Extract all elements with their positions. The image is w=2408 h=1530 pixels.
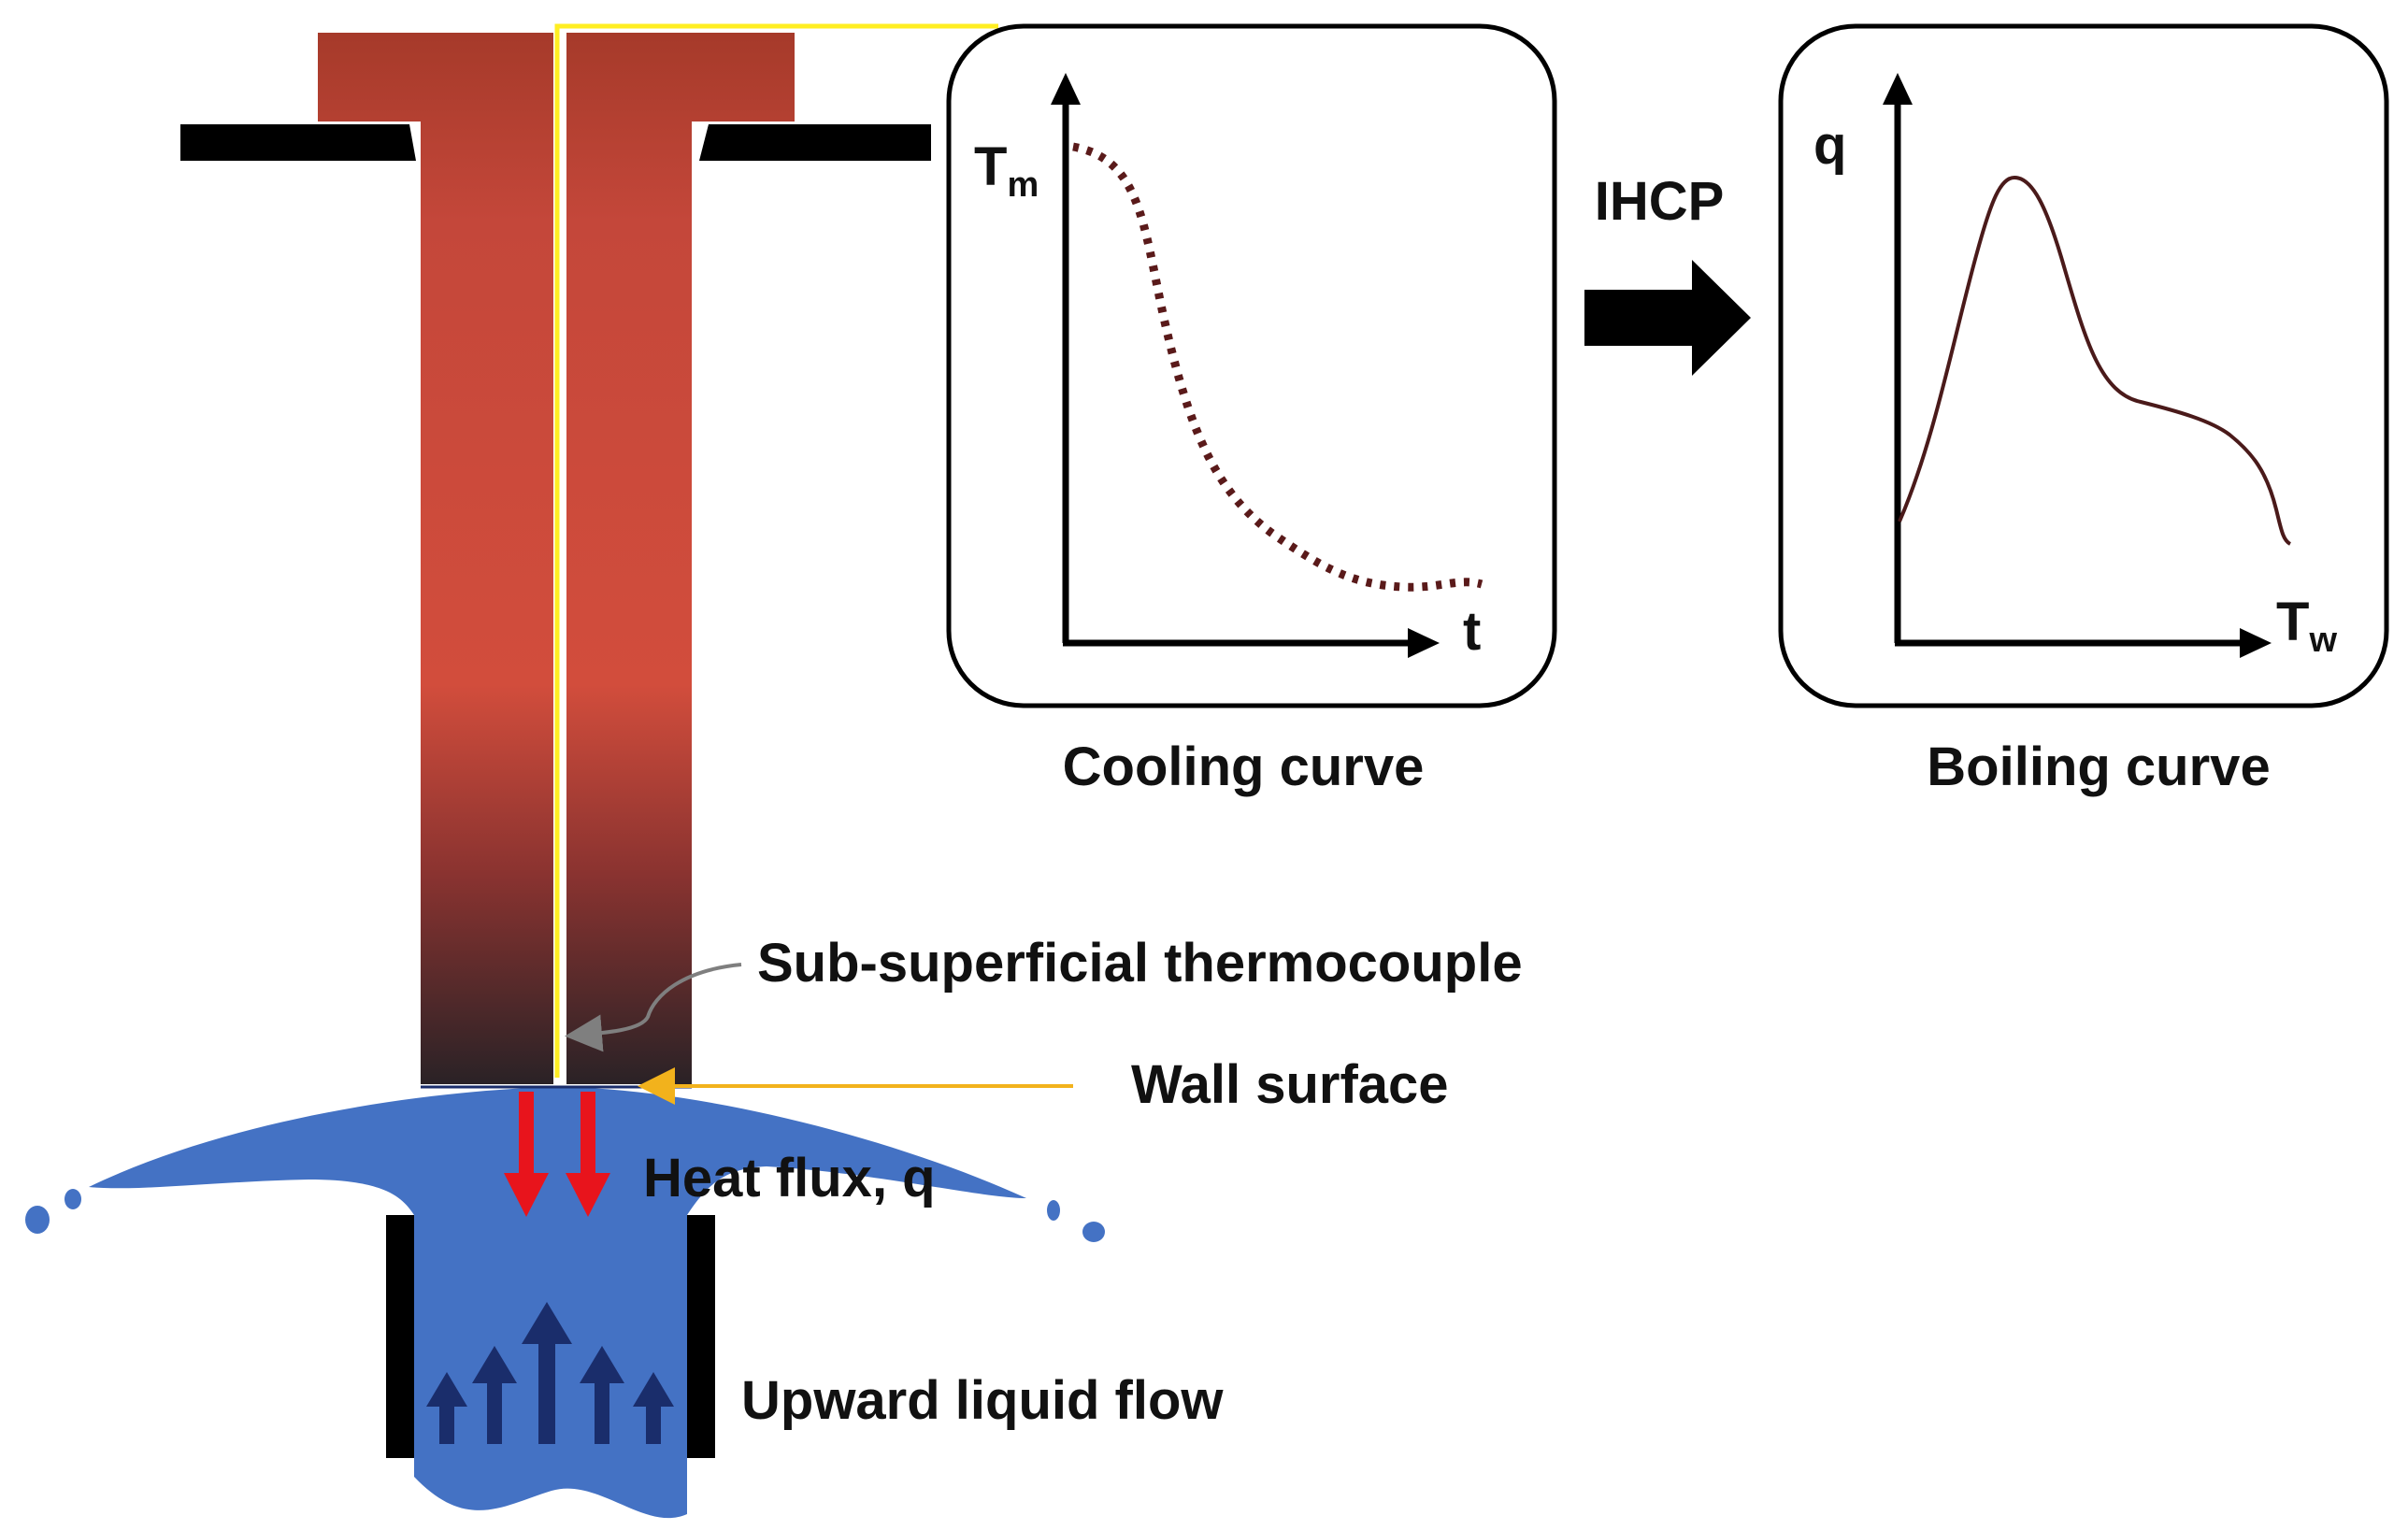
specimen-assembly (25, 23, 1105, 1519)
droplet (1082, 1222, 1105, 1242)
boiling-x-axis-label: Tw (2276, 592, 2337, 660)
heat-arrow (566, 1092, 610, 1217)
upward-flow-arrows (426, 1302, 674, 1444)
boiling-y-arrowhead (1883, 73, 1913, 105)
cooling-panel-frame (946, 23, 1557, 708)
support-flange-left (180, 124, 416, 161)
heat-flux-label: Heat flux, q (643, 1148, 936, 1208)
boiling-curve-line (1898, 175, 2292, 546)
support-flange-right (699, 124, 931, 161)
boiling-x-subscript: w (2308, 621, 2337, 660)
ihcp-arrow (1584, 260, 1751, 376)
duct-wall-left (386, 1215, 414, 1458)
cooling-x-arrowhead (1408, 628, 1440, 658)
thermocouple-pointer-arrow (565, 963, 742, 1052)
liquid-sheet (89, 1087, 1026, 1215)
thermocouple-label: Sub-superficial thermocouple (757, 933, 1523, 994)
cooling-y-axis-label: Tm (974, 136, 1039, 205)
heat-arrow (504, 1092, 549, 1217)
boiling-curve-panel: q Tw (1778, 23, 2389, 708)
up-arrow (580, 1346, 624, 1444)
cooling-y-subscript: m (1007, 165, 1039, 205)
up-arrow (522, 1302, 572, 1444)
up-arrow (426, 1372, 467, 1444)
cooling-y-symbol: T (974, 136, 1007, 197)
cooling-curve-panel: Tm t (946, 23, 1557, 708)
droplet (25, 1206, 50, 1234)
cooling-curve-caption: Cooling curve (1063, 736, 1425, 797)
boiling-panel-frame (1778, 23, 2389, 708)
wall-surface-label: Wall surface (1131, 1054, 1449, 1115)
heat-flux-arrows (504, 1092, 610, 1217)
up-arrow (472, 1346, 517, 1444)
droplet (1047, 1200, 1060, 1221)
cooling-y-arrowhead (1051, 73, 1081, 105)
thermocouple-wire (554, 23, 998, 1078)
boiling-x-symbol: T (2276, 592, 2309, 652)
up-arrow (633, 1372, 674, 1444)
boiling-x-arrowhead (2240, 628, 2272, 658)
cooling-x-axis-label: t (1463, 601, 1481, 662)
droplet (64, 1189, 81, 1209)
boiling-y-axis-label: q (1813, 115, 1846, 176)
duct-wall-right (687, 1215, 715, 1458)
upward-flow-label: Upward liquid flow (741, 1370, 1224, 1431)
ihcp-label: IHCP (1595, 171, 1725, 232)
boiling-curve-caption: Boiling curve (1927, 736, 2270, 797)
